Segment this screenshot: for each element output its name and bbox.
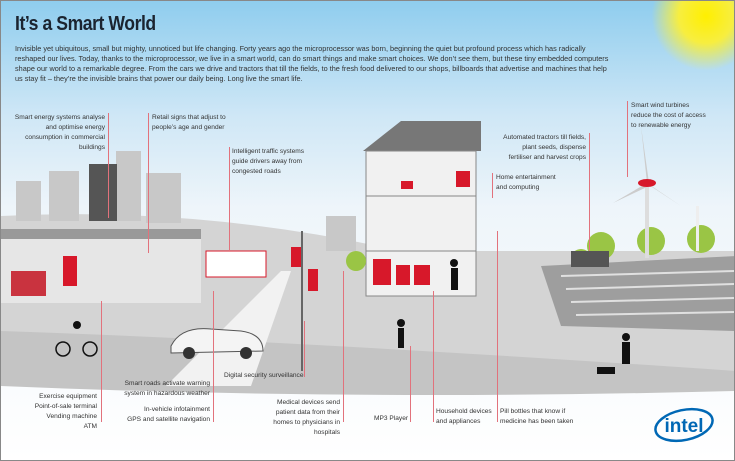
intro-paragraph: Invisible yet ubiquitous, small but migh… [15,44,609,83]
callout-line [213,291,214,422]
callout-line [410,346,411,422]
annotation-security: Digital security surveillance [224,372,304,379]
callout-line [304,321,305,377]
annotation-retail: Retail signs that adjust to people’s age… [152,114,226,131]
annotation-tractors: Automated tractors till fields, plant se… [503,134,586,161]
annotation-line: In-vehicle infotainment [144,406,210,413]
annotation-medical: Medical devices send patient data from t… [273,399,340,436]
callout-line [343,271,344,422]
callout-line [627,101,628,177]
annotation-line: Point-of-sale terminal [34,403,97,410]
annotation-line: GPS and satellite navigation [127,416,210,423]
callout-line [433,291,434,422]
callout-line [229,147,230,251]
svg-text:intel: intel [664,416,703,437]
intel-logo: intel [654,407,714,443]
annotation-energy: Smart energy systems analyse and optimis… [14,114,105,151]
annotation-line: ATM [83,423,97,430]
callout-line [492,173,493,198]
callout-line [497,231,498,422]
annotation-traffic: Intelligent traffic systems guide driver… [232,148,305,175]
callout-line [108,113,109,218]
annotation-mp3: MP3 Player [374,415,409,422]
annotation-home: Home entertainment and computing [496,174,556,191]
annotation-household: Household devices and appliances [436,408,492,425]
annotation-line: Exercise equipment [39,393,97,400]
callout-line [589,133,590,251]
annotation-pills: Pill bottles that know if medicine has b… [500,408,574,425]
callout-line [101,301,102,422]
annotation-roads: Smart roads activate warning system in h… [124,380,210,397]
annotation-wind: Smart wind turbines reduce the cost of a… [631,102,706,129]
annotation-line: Vending machine [46,413,97,420]
annotation-vehicle: In-vehicle infotainment GPS and satellit… [121,405,210,425]
callout-line [148,113,149,253]
page-title: It’s a Smart World [15,13,156,35]
annotation-exercise: Exercise equipment Point-of-sale termina… [21,392,97,432]
